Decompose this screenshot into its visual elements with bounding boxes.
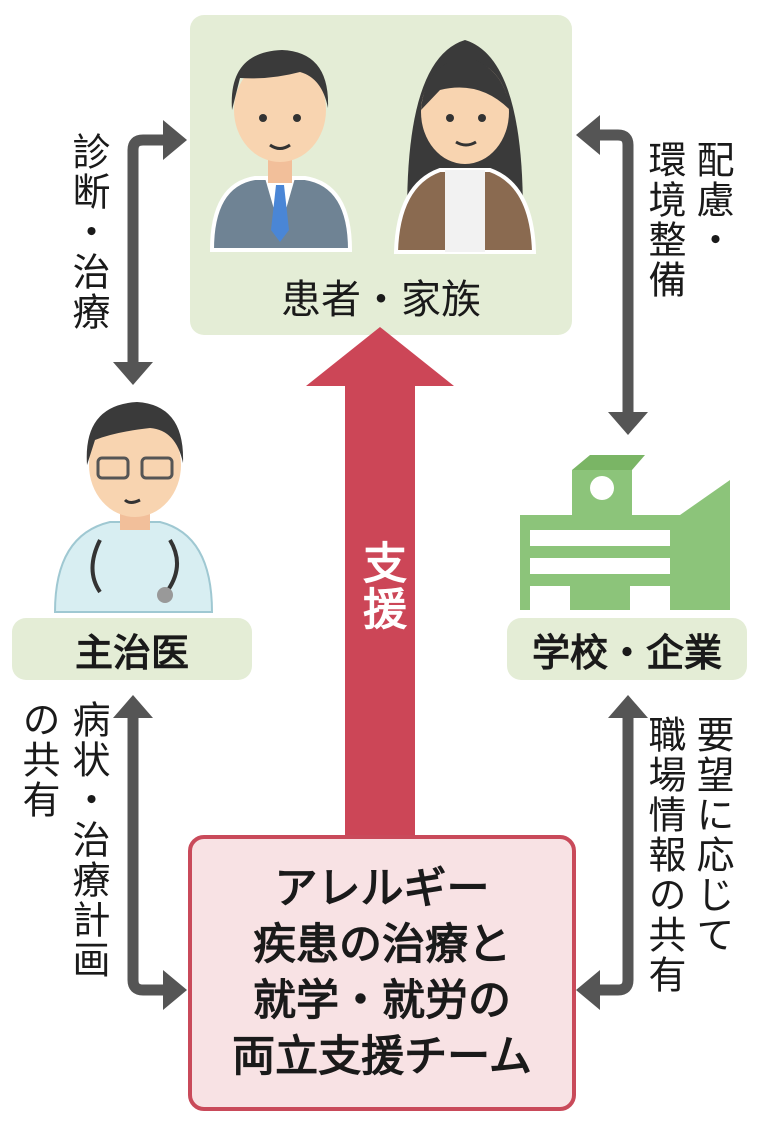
connector-team-doctor	[127, 715, 165, 996]
team-line: アレルギー	[274, 864, 490, 914]
edge-label-school-patients-2: 環境整備	[642, 140, 686, 300]
edge-label-team-doctor-1: 病状・治療計画	[66, 700, 110, 980]
connector-team-school	[598, 715, 634, 996]
team-line: 両立支援チーム	[232, 1032, 532, 1082]
arrowhead-icon	[576, 970, 600, 1010]
woman-icon	[393, 40, 537, 254]
edge-label-team-school-1: 要望に応じて	[690, 715, 734, 955]
school-building-icon	[520, 455, 730, 610]
connector-school-patients	[598, 129, 634, 415]
team-line: 疾患の治療と	[253, 920, 511, 970]
edge-label-team-doctor-2: の共有	[16, 700, 60, 820]
edge-label-school-patients-1: 配慮・	[690, 140, 734, 260]
support-label: 支援	[355, 540, 406, 632]
support-team-box: アレルギー 疾患の治療と 就学・就労の 両立支援チーム	[188, 835, 576, 1111]
arrowhead-icon	[608, 695, 648, 718]
support-arrow	[306, 327, 454, 838]
arrowhead-icon	[163, 970, 187, 1010]
patients-label: 患者・家族	[281, 276, 481, 323]
arrowhead-icon	[608, 412, 648, 435]
team-line: 就学・就労の	[253, 976, 511, 1026]
arrowhead-icon	[113, 362, 153, 385]
connector-doctor-patients	[127, 134, 165, 365]
school-label: 学校・企業	[507, 618, 747, 680]
doctor-label: 主治医	[12, 618, 252, 680]
edge-label-team-school-2: 職場情報の共有	[642, 715, 686, 995]
man-icon	[209, 50, 353, 252]
arrowhead-icon	[163, 120, 187, 160]
edge-label-doctor-patients: 診断・治療	[66, 132, 110, 332]
arrowhead-icon	[576, 115, 600, 155]
arrowhead-icon	[113, 695, 153, 718]
doctor-icon	[53, 402, 214, 613]
